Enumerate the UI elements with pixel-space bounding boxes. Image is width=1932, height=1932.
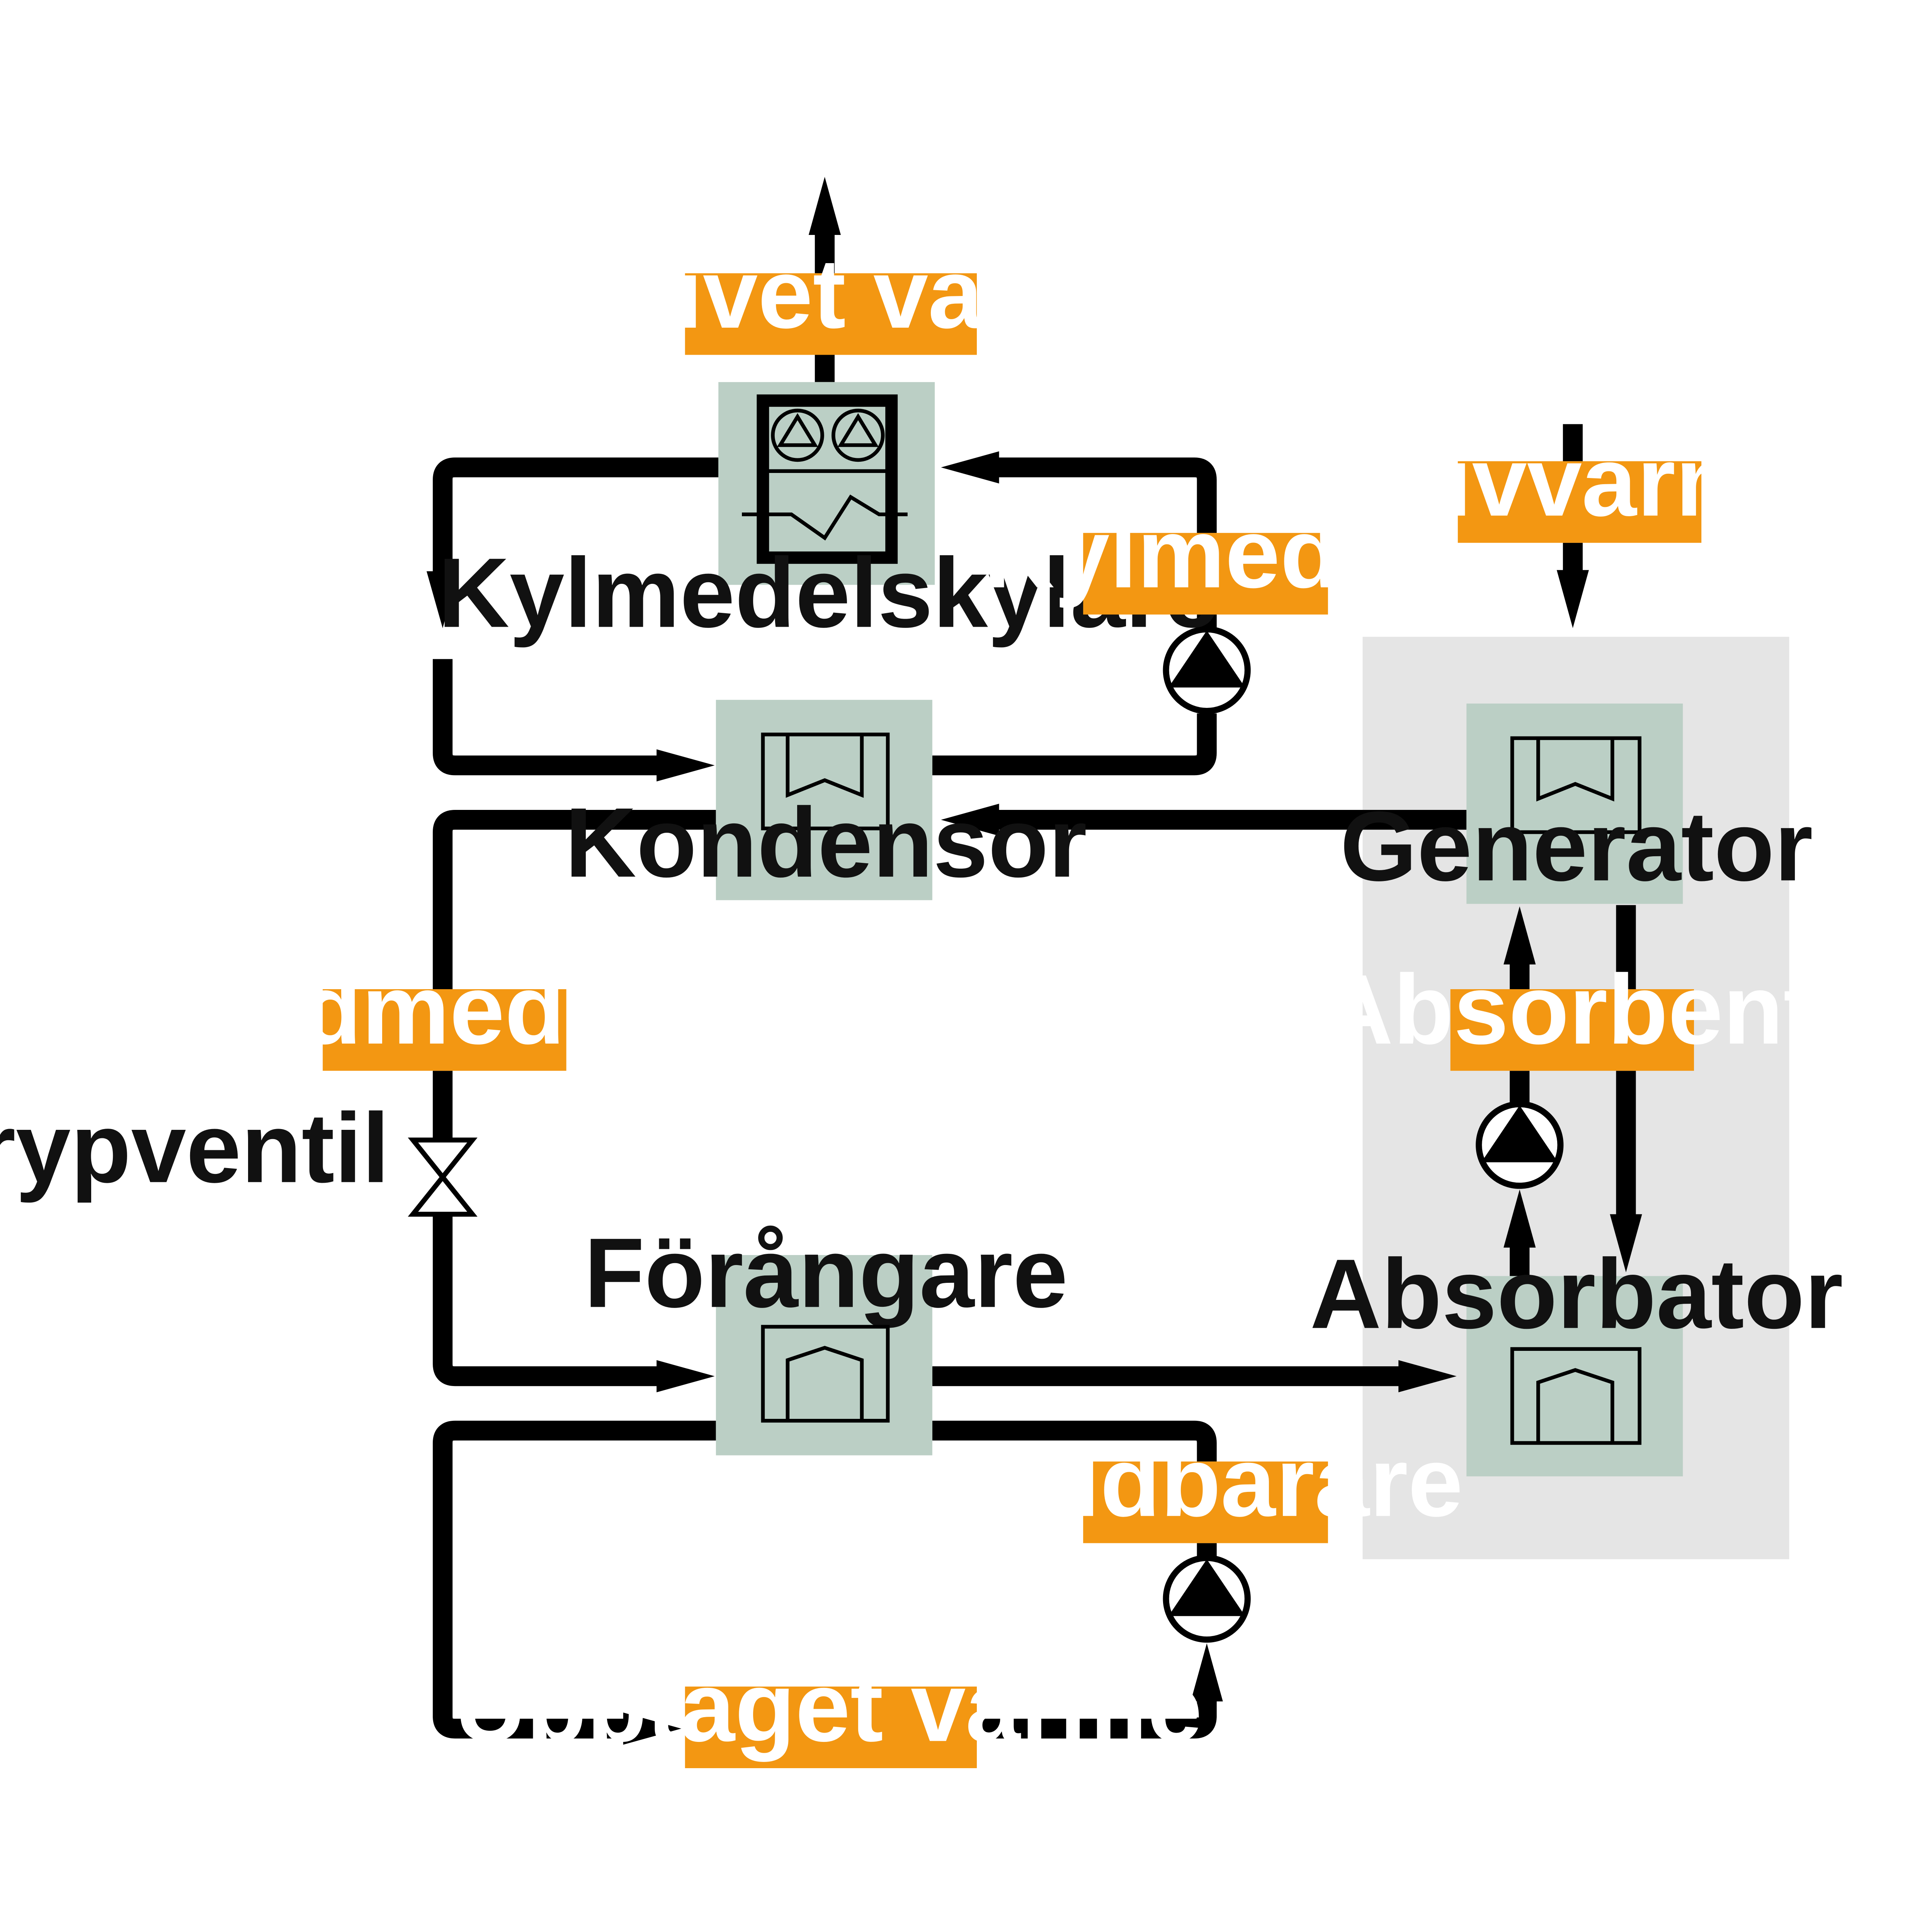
fan-icon [742,394,908,564]
svg-text:Köldmedium: Köldmedium [142,954,741,1065]
arrow-icon [656,749,715,782]
arrow-icon [623,1713,682,1745]
pump-icon [1163,1555,1251,1643]
svg-text:Drivvärme: Drivvärme [1335,426,1818,537]
heat-exchanger-icon [1510,736,1641,834]
arrow-icon [1503,1189,1536,1248]
arrow-icon [1556,570,1589,628]
arrow-icon [808,177,841,235]
pump-icon [1163,626,1251,714]
generator-caption: Generator [1340,791,1813,901]
svg-text:Kylmedel: Kylmedel [983,498,1423,609]
piping [433,229,1636,1739]
label-avgivet-varme: Avgivet värme [492,238,1165,355]
arrow-icon [1398,1360,1457,1393]
heat-exchanger-icon [761,1325,890,1423]
heat-exchanger-icon [761,733,890,830]
label-kylmedel: Kylmedel [983,498,1423,615]
svg-text:Köldbärare: Köldbärare [941,1427,1463,1537]
label-koldmedium: Köldmedium [142,954,741,1071]
pump-icon [1476,1101,1564,1189]
arrow-icon [427,571,459,628]
label-drivvarme: Drivvärme [1335,426,1818,543]
heat-exchanger-icon [1510,1347,1641,1445]
kylmedelskylare-box [718,382,935,585]
arrow-icon [1190,1643,1223,1702]
label-absorbent: Absorbent [1322,954,1816,1071]
label-koldbarare: Köldbärare [941,1427,1463,1543]
strypventil-caption: Strypventil [0,1093,389,1203]
arrow-icon [1610,1214,1642,1272]
svg-text:Avgivet värme: Avgivet värme [492,238,1165,349]
svg-text:Upptaget värme: Upptaget värme [455,1652,1202,1762]
valve-icon [408,1138,478,1217]
kondensor-caption: Kondensor [565,787,1087,898]
forangare-caption: Förångare [584,1218,1068,1328]
arrows [427,177,1642,1745]
arrow-icon [1503,906,1536,964]
absorbator-caption: Absorbator [1310,1239,1843,1349]
svg-text:Absorbent: Absorbent [1322,954,1816,1065]
arrow-icon [941,804,999,836]
label-upptaget-varme: Upptaget värme [455,1652,1202,1768]
arrow-icon [941,451,999,484]
arrow-icon [656,1360,715,1393]
